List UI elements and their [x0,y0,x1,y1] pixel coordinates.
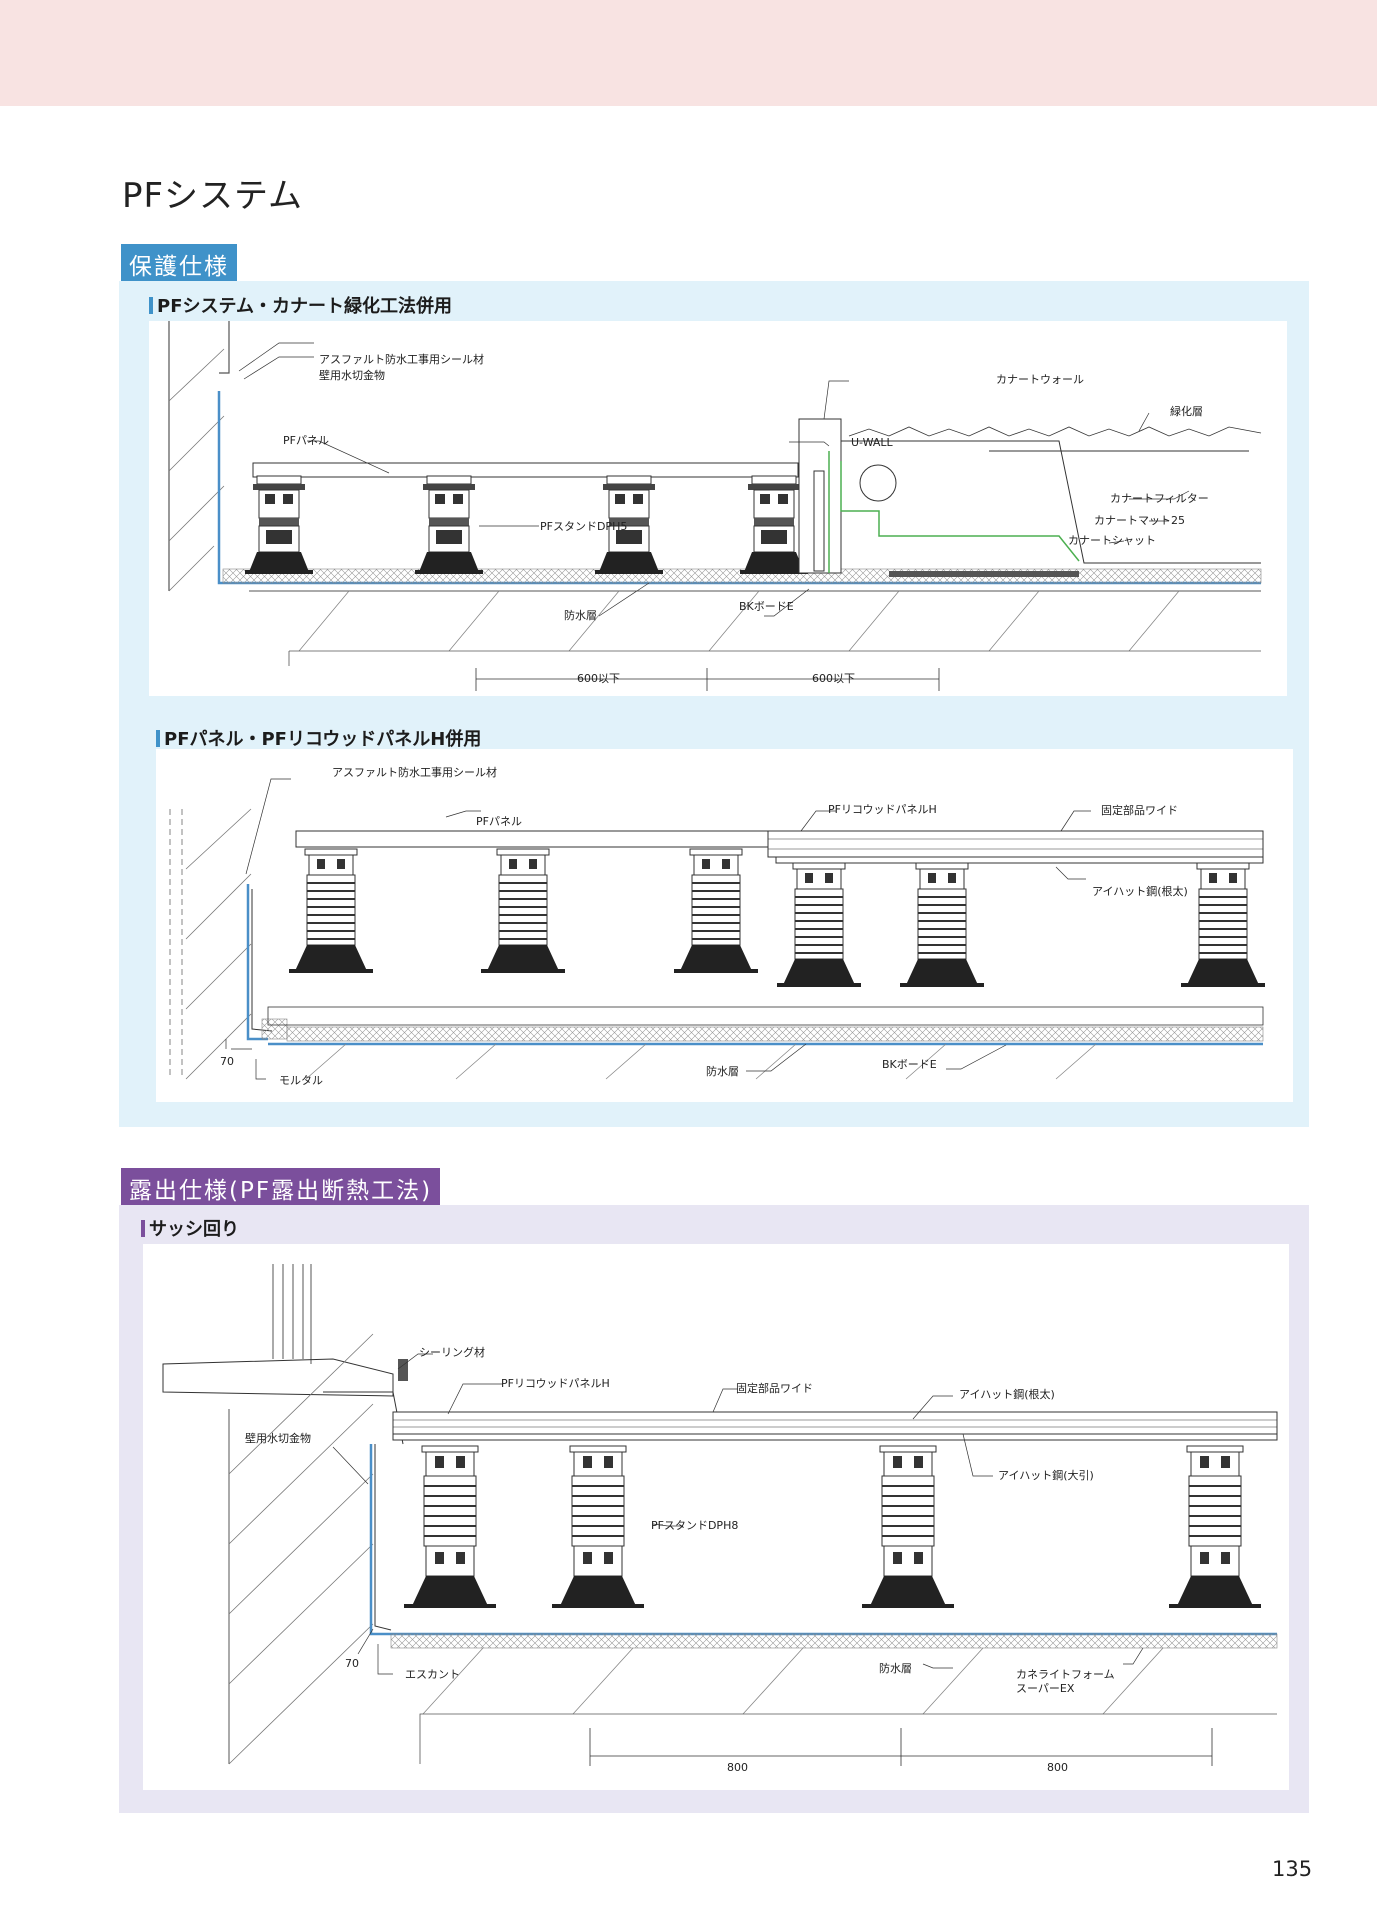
label-kanart-sheet: カナートシャット [1068,534,1156,547]
label-i-hat-joist: アイハット鋼(根太) [959,1388,1055,1401]
label-sealing: シーリング材 [419,1346,485,1359]
diagram2-drawing [169,778,1266,1080]
label-kanart-mat: カナートマット25 [1094,514,1185,527]
label-green-layer: 緑化層 [1170,405,1203,418]
header-band [0,0,1377,106]
label-sealant: アスファルト防水工事用シール材 [319,353,484,366]
label-dim70-2: 70 [220,1055,234,1068]
label-insulation-2: スーパーEX [1016,1682,1075,1695]
label-u-wall: U-WALL [851,436,893,449]
label-recowood-3: PFリコウッドパネルH [501,1377,610,1390]
label-bk-board: BKボードE [739,600,794,613]
label-escant: エスカント [405,1668,460,1681]
label-waterproof-2: 防水層 [706,1065,739,1078]
label-recowood-2: PFリコウッドパネルH [828,803,937,816]
section-tag-exposed: 露出仕様(PF露出断熱工法) [121,1168,441,1208]
label-mortar: モルタル [279,1074,323,1087]
label-fixing-wide-3: 固定部品ワイド [736,1382,813,1395]
label-waterproof-3: 防水層 [879,1662,912,1675]
label-kanart-filter: カナートフィルター [1110,492,1209,505]
label-dim-800-1: 800 [727,1761,748,1774]
page-title: PFシステム [122,176,304,216]
diagram3-card: シーリング材 PFリコウッドパネルH 固定部品ワイド アイハット鋼(根太) 壁用… [143,1244,1289,1790]
label-kanart-wall: カナートウォール [996,373,1084,386]
label-i-hat-beam: アイハット鋼(大引) [998,1469,1094,1482]
diagram2-heading: PFパネル・PFリコウッドパネルH併用 [156,725,481,751]
label-fixing-wide-2: 固定部品ワイド [1101,804,1178,817]
label-dim-1: 600以下 [577,672,620,685]
label-pf-stand: PFスタンドDPH5 [540,520,628,533]
label-flashing-3: 壁用水切金物 [245,1432,311,1445]
label-dim-2: 600以下 [812,672,855,685]
diagram1-card: アスファルト防水工事用シール材 壁用水切金物 PFパネル カナートウォール 緑化… [149,321,1287,696]
label-i-hat-2: アイハット鋼(根太) [1092,885,1188,898]
label-insulation-1: カネライトフォーム [1016,1668,1115,1681]
diagram2-card: アスファルト防水工事用シール材 PFパネル PFリコウッドパネルH 固定部品ワイ… [156,749,1293,1102]
diagram1-drawing [168,321,1262,691]
label-pf-panel-2: PFパネル [476,815,522,828]
diagram1-heading: PFシステム・カナート緑化工法併用 [149,292,452,318]
section-tag-protection: 保護仕様 [121,244,237,284]
label-sealant-2: アスファルト防水工事用シール材 [332,766,497,779]
diagram3-drawing [162,1264,1278,1766]
label-bk-board-2: BKボードE [882,1058,937,1071]
label-pf-panel: PFパネル [283,434,329,447]
diagram3-heading: サッシ回り [141,1215,239,1241]
label-pf-stand-3: PFスタンドDPH8 [651,1519,739,1532]
label-waterproof: 防水層 [564,609,597,622]
label-flashing: 壁用水切金物 [319,369,385,382]
label-dim-800-2: 800 [1047,1761,1068,1774]
page-number: 135 [1272,1857,1313,1881]
label-dim70-3: 70 [345,1657,359,1670]
